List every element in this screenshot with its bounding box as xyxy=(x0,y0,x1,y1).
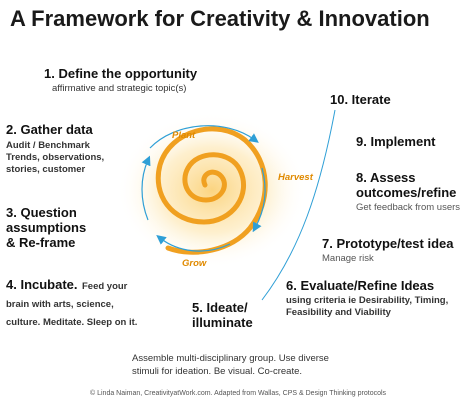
page-title: A Framework for Creativity & Innovation xyxy=(10,6,430,31)
step-1-sub: affirmative and strategic topic(s) xyxy=(52,83,187,94)
step-10-label: 10. Iterate xyxy=(330,92,391,107)
step-7-sub: Manage risk xyxy=(322,253,374,264)
step-8: 8. Assess outcomes/refine Get feedback f… xyxy=(356,170,460,214)
step-2-sub: Audit / Benchmark Trends, observations, … xyxy=(6,140,105,175)
grow-label: Grow xyxy=(182,258,207,269)
spiral-glow xyxy=(117,112,307,268)
step-4: 4. Incubate. Feed your brain with arts, … xyxy=(6,276,186,330)
step-7: 7. Prototype/test idea Manage risk xyxy=(322,236,453,265)
outward-line xyxy=(261,109,336,301)
cycle-arrow-top xyxy=(149,125,259,149)
cycle-arrow-right xyxy=(252,167,266,233)
step-6: 6. Evaluate/Refine Ideas using criteria … xyxy=(286,278,448,319)
step-1: 1. Define the opportunity affirmative an… xyxy=(44,66,197,95)
step-4-label: 4. Incubate. xyxy=(6,277,78,292)
step-2-label: 2. Gather data xyxy=(6,122,93,137)
step-3-label: 3. Question assumptions & Re-frame xyxy=(6,205,87,250)
step-7-label: 7. Prototype/test idea xyxy=(322,236,454,251)
cycle-arrow-left xyxy=(141,155,151,221)
plant-label: Plant xyxy=(172,130,196,141)
step-9-label: 9. Implement xyxy=(356,134,436,149)
step-6-sub: using criteria ie Desirability, Timing, … xyxy=(286,295,449,318)
step-1-label: 1. Define the opportunity xyxy=(44,66,198,81)
step-2: 2. Gather data Audit / Benchmark Trends,… xyxy=(6,122,104,176)
bottom-note: Assemble multi-disciplinary group. Use d… xyxy=(132,353,329,377)
step-5-label: 5. Ideate/ illuminate xyxy=(192,300,253,330)
harvest-label: Harvest xyxy=(278,172,313,183)
step-6-label: 6. Evaluate/Refine Ideas xyxy=(286,278,435,293)
credit-line: © Linda Naiman, CreativityatWork.com. Ad… xyxy=(90,390,387,397)
step-4-sub: Feed your brain with arts, science, cult… xyxy=(6,281,138,328)
step-8-sub: Get feedback from users xyxy=(356,202,461,213)
step-8-label: 8. Assess outcomes/refine xyxy=(356,170,457,200)
cycle-arrow-bottom xyxy=(156,235,231,252)
